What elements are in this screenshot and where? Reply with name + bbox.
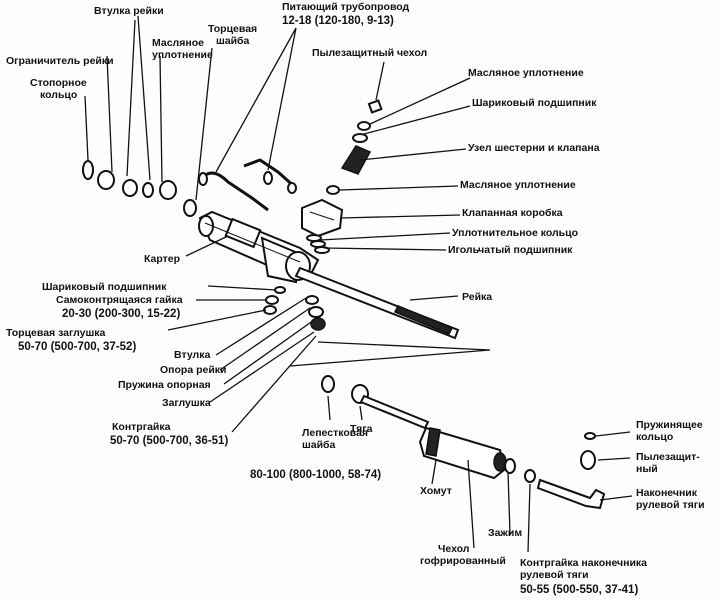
label-end-locknut-2: рулевой тяги bbox=[520, 569, 589, 581]
leader-lines bbox=[84, 15, 633, 553]
label-tie-rod-torque: 80-100 (800-1000, 58-74) bbox=[250, 469, 381, 481]
label-locknut-tie-2: 50-70 (500-700, 36-51) bbox=[110, 435, 228, 447]
label-tab-washer-2: шайба bbox=[302, 439, 336, 451]
labels: Втулка рейки Ограничитель рейки Масляное… bbox=[6, 1, 705, 596]
label-spring-ring-1: Пружинящее bbox=[636, 419, 703, 431]
label-feed-pipe-1: Питающий трубопровод bbox=[282, 1, 410, 13]
seal-rings-drawing bbox=[306, 234, 330, 254]
label-support-spring: Пружина опорная bbox=[118, 379, 211, 391]
label-bellows-2: гофрированный bbox=[420, 555, 506, 567]
label-end-locknut-1: Контргайка наконечника bbox=[520, 557, 647, 569]
label-end-washer-1: Торцевая bbox=[208, 23, 257, 35]
label-tie-rod: Тяга bbox=[350, 423, 373, 435]
label-pinion-valve: Узел шестерни и клапана bbox=[468, 142, 600, 154]
label-rack-support: Опора рейки bbox=[160, 364, 227, 376]
label-feed-pipe-2: 12-18 (120-180, 9-13) bbox=[282, 15, 394, 27]
bellows-drawing bbox=[418, 426, 536, 483]
label-seal-ring: Уплотнительное кольцо bbox=[452, 227, 578, 239]
label-clamp: Хомут bbox=[420, 485, 452, 497]
label-spring-ring-2: кольцо bbox=[636, 431, 673, 443]
rack-bar-drawing bbox=[294, 266, 460, 340]
label-plug: Заглушка bbox=[162, 397, 211, 409]
label-needle-bearing: Игольчатый подшипник bbox=[448, 244, 573, 256]
label-rack-bushing: Втулка рейки bbox=[94, 5, 164, 17]
label-end-locknut-torque: 50-55 (500-550, 37-41) bbox=[520, 584, 638, 596]
pinion-valve-drawing bbox=[326, 99, 383, 195]
label-oil-seal-left-2: уплотнение bbox=[152, 49, 213, 61]
label-rack-limiter: Ограничитель рейки bbox=[6, 55, 114, 67]
lower-small-parts-drawing bbox=[263, 286, 326, 331]
label-tab-washer-1: Лепестковая bbox=[302, 427, 368, 439]
label-rack: Рейка bbox=[462, 291, 492, 303]
label-oil-seal-left-1: Масляное bbox=[152, 37, 204, 49]
label-locknut-1: Самоконтрящаяся гайка bbox=[56, 294, 183, 306]
label-oil-seal-r1: Масляное уплотнение bbox=[468, 67, 584, 79]
tie-rod-drawing bbox=[321, 375, 430, 430]
left-end-rings-drawing bbox=[82, 160, 197, 217]
label-snap-ring-1: Стопорное bbox=[30, 77, 87, 89]
label-ball-bearing-r: Шариковый подшипник bbox=[472, 97, 597, 109]
label-bellows-1: Чехол bbox=[438, 543, 469, 555]
label-dust-boot: Пылезащитный чехол bbox=[312, 47, 427, 59]
label-dust-cover-1: Пылезащит- bbox=[636, 451, 700, 463]
feed-pipe-drawing bbox=[198, 158, 297, 212]
label-housing: Картер bbox=[144, 253, 180, 265]
label-end-plug: Торцевая заглушка bbox=[6, 327, 105, 339]
label-end-washer-2: шайба bbox=[216, 35, 250, 47]
label-locknut-tie-1: Контргайка bbox=[112, 421, 171, 433]
label-snap-ring-2: кольцо bbox=[40, 89, 77, 101]
label-oil-seal-r2: Масляное уплотнение bbox=[460, 179, 576, 191]
label-clip: Зажим bbox=[488, 527, 522, 539]
label-tie-rod-end-2: рулевой тяги bbox=[636, 499, 705, 511]
tie-rod-end-drawing bbox=[536, 432, 606, 510]
label-bushing: Втулка bbox=[174, 349, 210, 361]
valve-box-drawing bbox=[301, 198, 344, 238]
label-valve-box: Клапанная коробка bbox=[462, 207, 563, 219]
label-locknut-2: 20-30 (200-300, 15-22) bbox=[62, 308, 180, 320]
label-tie-rod-end-1: Наконечник bbox=[636, 487, 698, 499]
label-ball-bearing-l: Шариковый подшипник bbox=[42, 281, 167, 293]
label-dust-cover-2: ный bbox=[636, 463, 658, 475]
label-end-plug-torque: 50-70 (500-700, 37-52) bbox=[18, 341, 136, 353]
